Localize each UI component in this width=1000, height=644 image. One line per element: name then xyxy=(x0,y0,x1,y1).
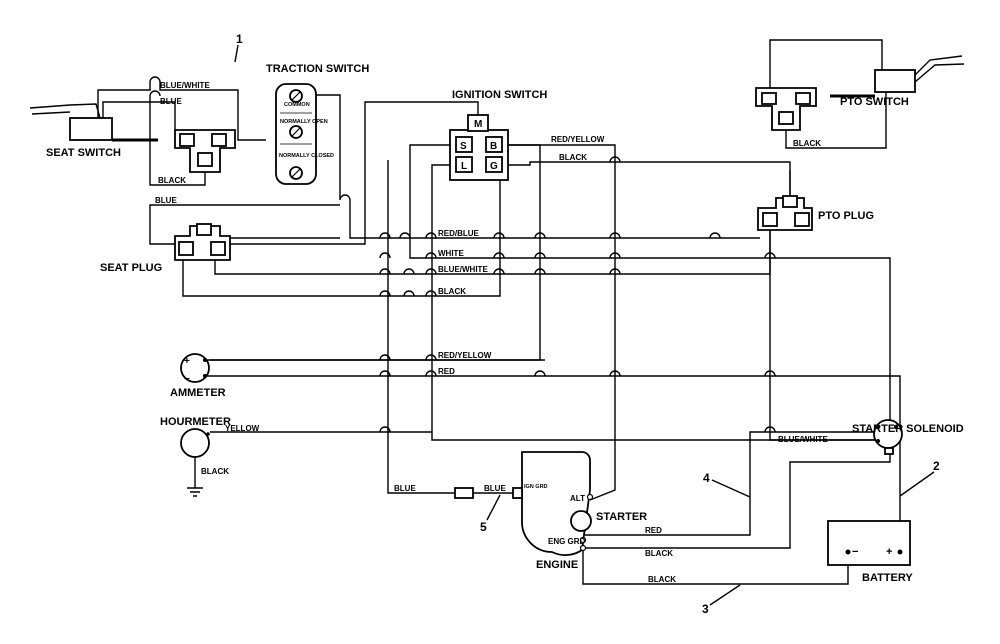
wire-label-blue-top: BLUE xyxy=(155,196,177,205)
wire-label-red-yellow-mid: RED/YELLOW xyxy=(438,351,492,360)
ignition-terminal-g: G xyxy=(490,161,498,172)
starter-solenoid xyxy=(873,419,903,455)
ignition-terminal-b: B xyxy=(490,141,497,152)
battery xyxy=(827,520,911,566)
starter-icon xyxy=(570,510,592,532)
seat-connector xyxy=(174,129,236,173)
wire-label-black-hour: BLACK xyxy=(201,467,229,476)
label-traction-normally-open: NORMALLY OPEN xyxy=(280,119,328,125)
wire-seat-plug-black xyxy=(182,165,501,297)
ignition-terminal-s: S xyxy=(460,141,467,152)
ground-icon xyxy=(187,487,203,497)
label-seat-plug: SEAT PLUG xyxy=(100,262,162,274)
wire-ignition-l xyxy=(431,164,885,441)
hourmeter xyxy=(180,428,210,497)
wire-label-blue-bottom-right: BLUE xyxy=(484,484,506,493)
wire-black-top xyxy=(600,161,791,198)
engine-terminal-ign-grd: IGN GRD xyxy=(524,484,548,490)
wire-label-blue-white-mid: BLUE/WHITE xyxy=(438,265,488,274)
wire-label-red-blue: RED/BLUE xyxy=(438,229,480,238)
battery-minus: − xyxy=(852,546,858,558)
fuse xyxy=(454,487,474,499)
wire-label-blue-white-seat: BLUE/WHITE xyxy=(160,81,210,90)
label-pto-switch: PTO SWITCH xyxy=(840,96,909,108)
label-seat-switch: SEAT SWITCH xyxy=(46,147,121,159)
wire-callout-3 xyxy=(709,584,741,606)
wire-black-bottom xyxy=(582,550,849,585)
label-battery: BATTERY xyxy=(862,572,913,584)
wire-label-blue-bottom-left: BLUE xyxy=(394,484,416,493)
wire-seat-plug-blue-white xyxy=(214,230,771,275)
wire-label-black-seat: BLACK xyxy=(158,176,186,185)
ammeter: + − xyxy=(180,353,210,385)
wire-label-red-mid: RED xyxy=(438,367,455,376)
ignition-terminal-l: L xyxy=(461,161,467,172)
battery-plus: + xyxy=(886,546,892,558)
wire-ignition-m xyxy=(149,101,479,245)
wire-black-starter xyxy=(583,450,891,549)
wire-traction-common xyxy=(316,94,760,239)
traction-switch xyxy=(275,83,317,185)
wire-callout-4 xyxy=(711,479,751,498)
wire-red-yellow-top xyxy=(498,144,616,501)
callout-4: 4 xyxy=(703,471,710,485)
seat-switch-lead xyxy=(29,103,101,119)
wire-label-blue-seat: BLUE xyxy=(160,97,182,106)
wire-label-red-yellow-top: RED/YELLOW xyxy=(551,135,605,144)
wire-pto-switch-1 xyxy=(769,39,883,95)
wire-blue-white-sol xyxy=(769,230,875,441)
callout-5: 5 xyxy=(480,520,487,534)
wire-red-starter xyxy=(583,431,875,536)
wires xyxy=(97,39,935,606)
pto-switch-body xyxy=(874,69,916,93)
wire-label-black-top: BLACK xyxy=(559,153,587,162)
label-starter-solenoid: STARTER SOLENOID xyxy=(852,423,964,435)
seat-plug xyxy=(174,223,231,261)
pto-switch xyxy=(755,55,965,131)
ammeter-minus: − xyxy=(184,374,190,385)
engine-terminal-alt: ALT xyxy=(570,494,585,503)
label-traction-common: COMMON xyxy=(284,102,310,108)
wire-pto-switch-black xyxy=(785,82,887,149)
wire-label-black-bottom: BLACK xyxy=(648,575,676,584)
label-ignition-switch: IGNITION SWITCH xyxy=(452,89,547,101)
label-starter: STARTER xyxy=(596,511,647,523)
wire-label-black-mid: BLACK xyxy=(438,287,466,296)
label-hourmeter: HOURMETER xyxy=(160,416,231,428)
ignition-switch xyxy=(449,114,509,181)
wire-callout-2 xyxy=(899,471,935,497)
wire-hops xyxy=(379,156,776,433)
ammeter-plus: + xyxy=(184,356,190,367)
label-traction-normally-closed: NORMALLY CLOSED xyxy=(279,153,334,159)
wire-blue-bottom xyxy=(387,160,522,494)
wire-label-black-pto: BLACK xyxy=(793,139,821,148)
engine xyxy=(512,451,594,556)
seat-switch xyxy=(29,103,158,142)
wire-label-yellow: YELLOW xyxy=(225,424,260,433)
callout-1: 1 xyxy=(236,32,243,46)
wire-black-seat xyxy=(149,90,206,186)
labels: SEAT SWITCH TRACTION SWITCH IGNITION SWI… xyxy=(46,32,964,616)
wire-ignition-s xyxy=(409,144,891,420)
wire-blue-white-seat xyxy=(97,76,266,141)
wire-label-blue-white-sol: BLUE/WHITE xyxy=(778,435,828,444)
pto-plug xyxy=(757,195,813,231)
label-pto-plug: PTO PLUG xyxy=(818,210,874,222)
wire-label-red-starter: RED xyxy=(645,526,662,535)
wire-callout-1 xyxy=(234,44,239,63)
wire-label-black-starter: BLACK xyxy=(645,549,673,558)
callout-3: 3 xyxy=(702,602,709,616)
label-engine: ENGINE xyxy=(536,559,578,571)
wire-blue-seat xyxy=(102,101,176,130)
wire-label-white: WHITE xyxy=(438,249,464,258)
wire-ignition-g xyxy=(498,161,600,166)
label-ammeter: AMMETER xyxy=(170,387,226,399)
callout-2: 2 xyxy=(933,459,940,473)
wire-callout-5 xyxy=(486,494,501,521)
seat-switch-body xyxy=(69,117,113,141)
label-traction-switch: TRACTION SWITCH xyxy=(266,63,369,75)
engine-terminal-eng-grd: ENG GRD xyxy=(548,537,586,546)
ignition-terminal-m: M xyxy=(474,119,482,130)
